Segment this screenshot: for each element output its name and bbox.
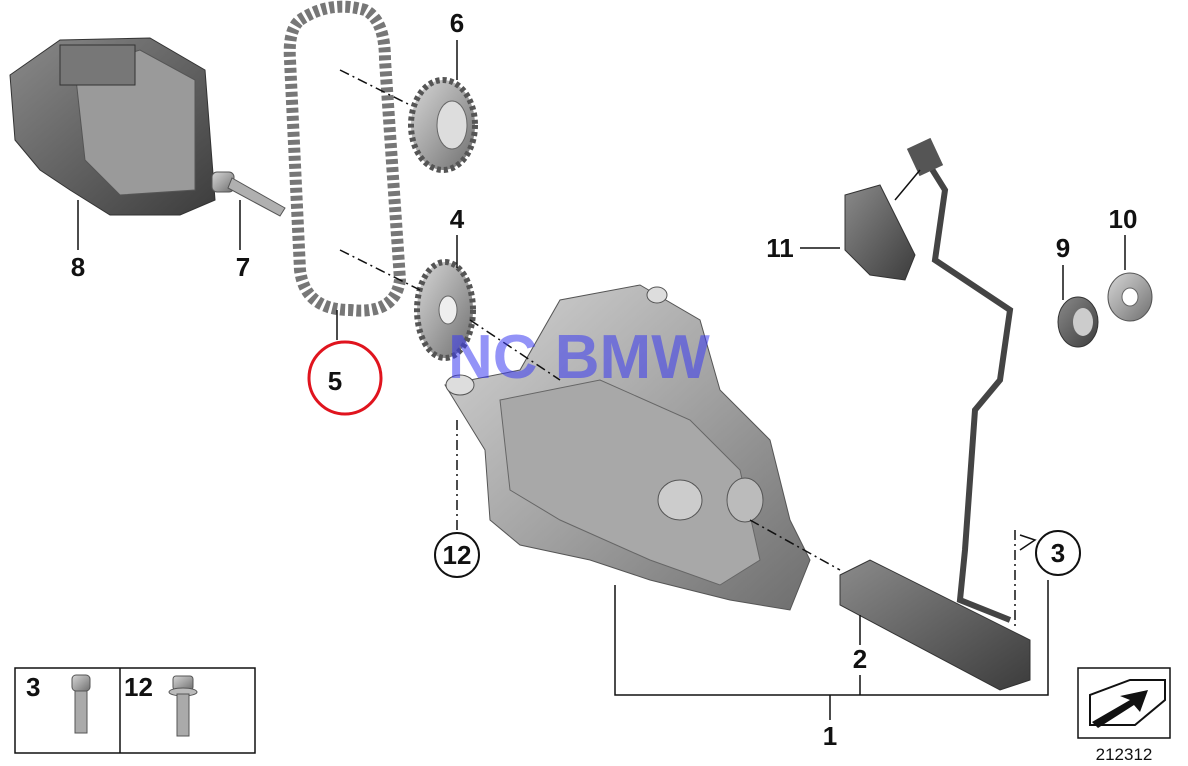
label-11[interactable]: 11 [766,233,794,263]
chain-part-5 [283,0,407,317]
seal-part-9 [1057,296,1099,348]
label-1[interactable]: 1 [823,721,837,751]
highlight-circle [307,340,383,416]
circle-12 [434,532,480,578]
label-10[interactable]: 10 [1109,204,1138,234]
label-12[interactable]: 12 [443,540,472,570]
solenoid-valve-part-2 [839,559,1031,691]
label-2[interactable]: 2 [853,644,867,674]
label-6[interactable]: 6 [450,8,464,38]
bolt-part-7 [211,171,286,217]
legend-label-12: 12 [124,672,153,702]
circle-3 [1035,530,1081,576]
label-7[interactable]: 7 [236,252,250,282]
label-3[interactable]: 3 [1051,538,1065,568]
screw-legend: 3 12 [14,667,256,754]
hex-socket-screw-icon [71,674,91,734]
flange-screw-icon [168,675,198,737]
label-5[interactable]: 5 [328,366,342,396]
cover-part-8 [9,37,216,216]
legend-label-3: 3 [26,672,40,702]
label-4[interactable]: 4 [450,204,465,234]
sensor-cable [917,148,1014,623]
leader-lines [77,40,1126,720]
diagram-reference-number: 212312 [1096,745,1153,764]
label-9[interactable]: 9 [1056,233,1070,263]
sprocket-part-6 [408,77,478,173]
oil-pump-body [444,284,811,611]
label-8[interactable]: 8 [71,252,85,282]
sprocket-part-4 [414,259,476,361]
direction-arrow-icon [1077,667,1171,739]
cable-connector [906,137,944,177]
watermark: NC BMW [448,323,710,392]
clip-part-10 [1107,272,1153,322]
holder-part-11 [844,184,916,281]
